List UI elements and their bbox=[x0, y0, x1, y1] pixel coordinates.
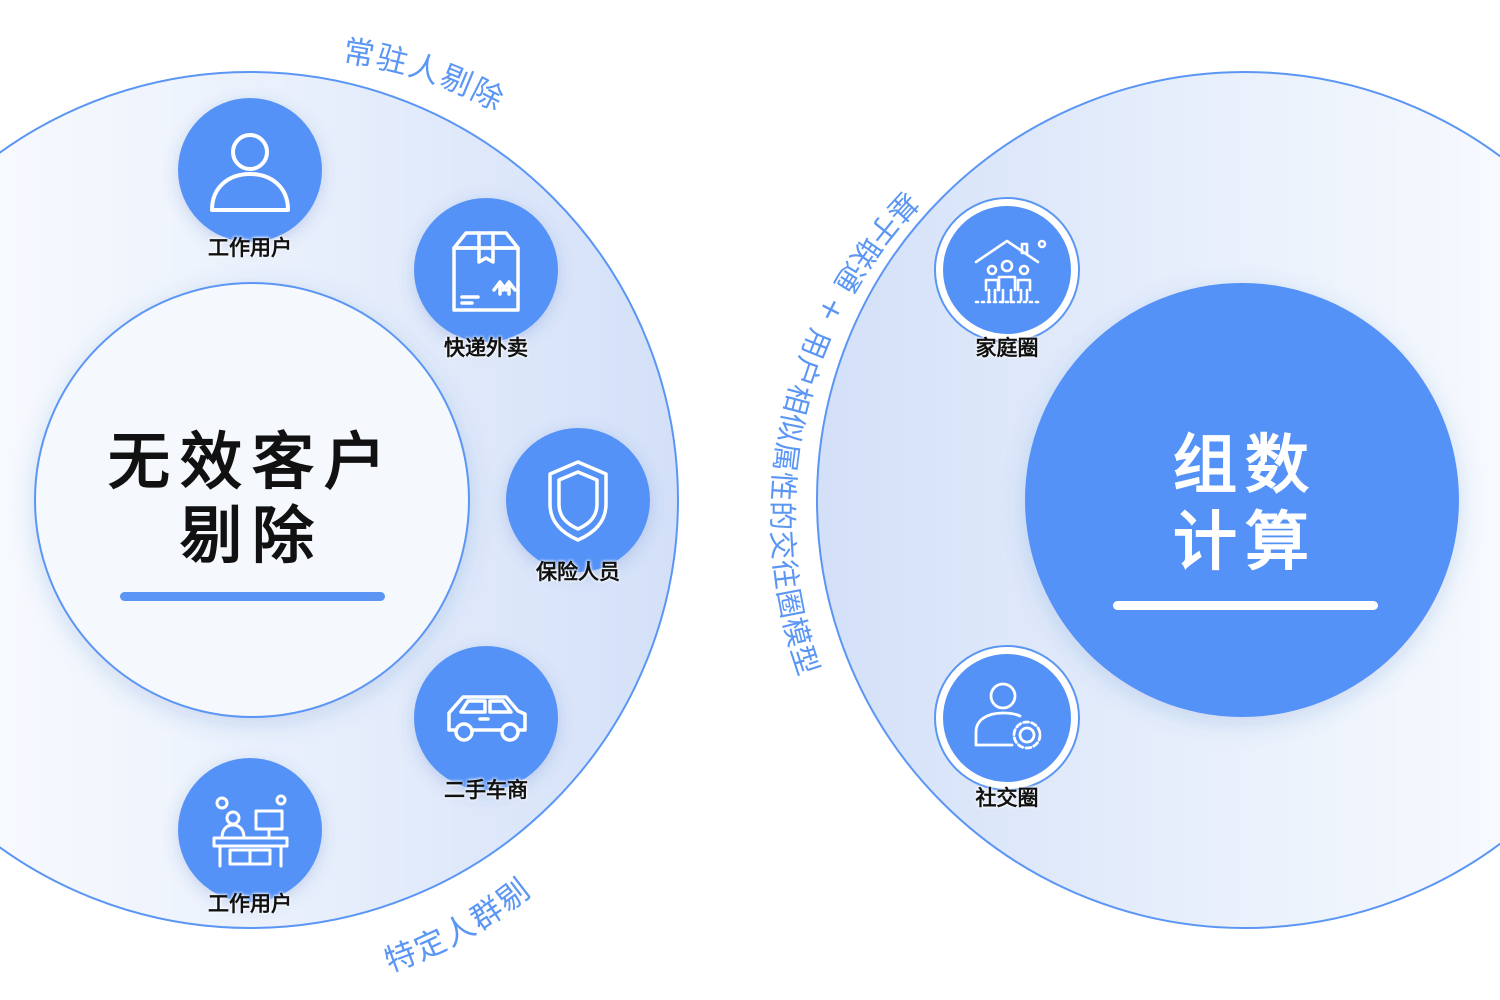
node-label-social-circle: 社交圈 bbox=[975, 786, 1039, 810]
left-node-work-user-top[interactable] bbox=[178, 98, 322, 242]
right-node-family-circle[interactable] bbox=[934, 197, 1080, 343]
left-node-insurance[interactable] bbox=[506, 428, 650, 572]
right-title: 组数 计算 bbox=[1095, 428, 1395, 582]
node-label-family-circle: 家庭圈 bbox=[975, 336, 1039, 360]
node-label-used-car: 二手车商 bbox=[444, 778, 528, 802]
car-icon bbox=[447, 695, 527, 742]
node-label-insurance: 保险人员 bbox=[536, 560, 620, 584]
left-node-work-user-bottom[interactable] bbox=[178, 758, 322, 902]
left-title-line2: 剔除 bbox=[179, 499, 324, 573]
shield-icon bbox=[548, 460, 608, 542]
user-icon bbox=[210, 133, 290, 212]
node-label-delivery: 快递外卖 bbox=[444, 336, 528, 360]
left-title: 无效客户 剔除 bbox=[62, 425, 442, 574]
right-node-social-circle[interactable] bbox=[934, 645, 1080, 791]
left-title-line1: 无效客户 bbox=[107, 425, 396, 498]
package-box-icon bbox=[452, 231, 520, 312]
left-title-disc bbox=[34, 282, 470, 718]
left-node-used-car[interactable] bbox=[414, 646, 558, 790]
right-title-disc bbox=[1025, 283, 1459, 717]
left-title-underline bbox=[120, 592, 385, 601]
right-title-line1: 组数 bbox=[1173, 429, 1317, 503]
right-title-underline bbox=[1113, 601, 1378, 610]
left-node-delivery[interactable] bbox=[414, 198, 558, 342]
right-title-line2: 计算 bbox=[1173, 505, 1317, 580]
office-desk-icon bbox=[212, 794, 289, 868]
user-gear-icon bbox=[974, 682, 1042, 750]
node-label-work-user-bottom: 工作用户 bbox=[208, 892, 292, 916]
family-house-icon bbox=[974, 239, 1047, 304]
node-label-work-user-top: 工作用户 bbox=[208, 236, 292, 260]
